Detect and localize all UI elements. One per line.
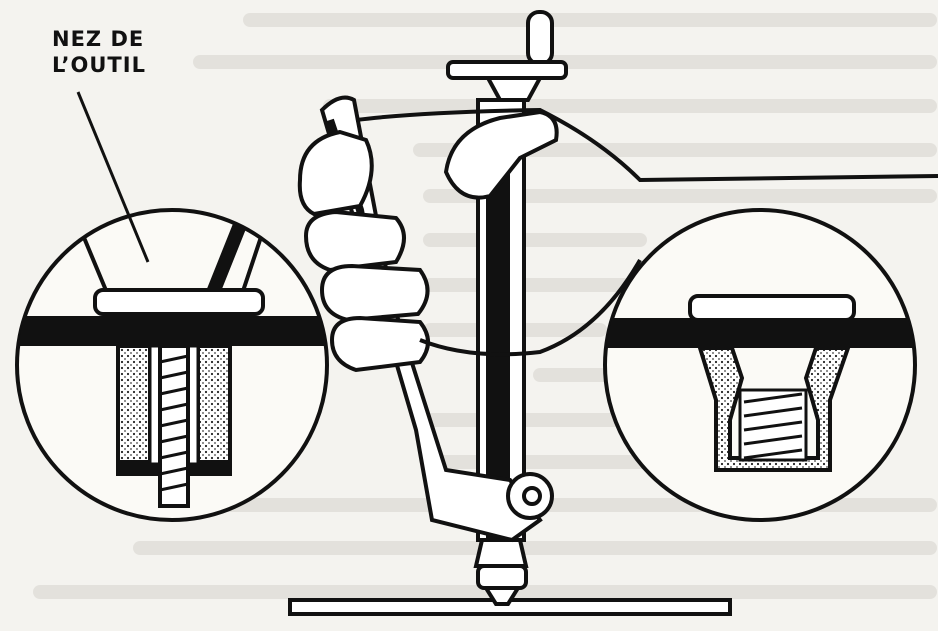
background-texture <box>33 13 937 599</box>
tool-nose-label: NEZ DE L’OUTIL <box>52 26 146 78</box>
rivet-tool-icon <box>288 10 938 616</box>
label-line-1: NEZ DE <box>52 27 145 51</box>
right-detail-after-crimp-icon <box>603 208 917 522</box>
left-detail-before-crimp-icon <box>15 91 329 522</box>
label-line-2: L’OUTIL <box>52 53 146 77</box>
